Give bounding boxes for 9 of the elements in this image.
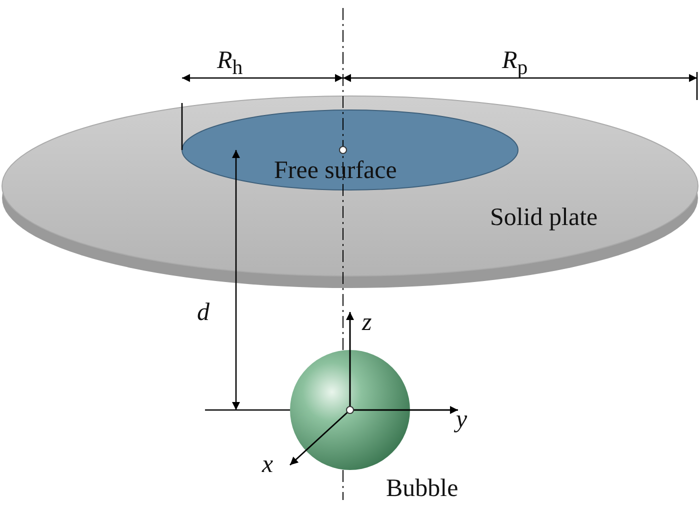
radius-label: R$_{p}$ <box>502 48 528 78</box>
surface-label: Free surface <box>274 158 397 183</box>
radius-label: R$_{h}$ <box>217 48 243 78</box>
axis-label: x <box>262 452 274 477</box>
bubble-label: Bubble <box>386 476 458 501</box>
plate-label: Solid plate <box>490 205 598 230</box>
dimension-label: d <box>197 300 210 325</box>
axis-label: z <box>362 310 372 335</box>
axis-label: y <box>456 407 468 432</box>
